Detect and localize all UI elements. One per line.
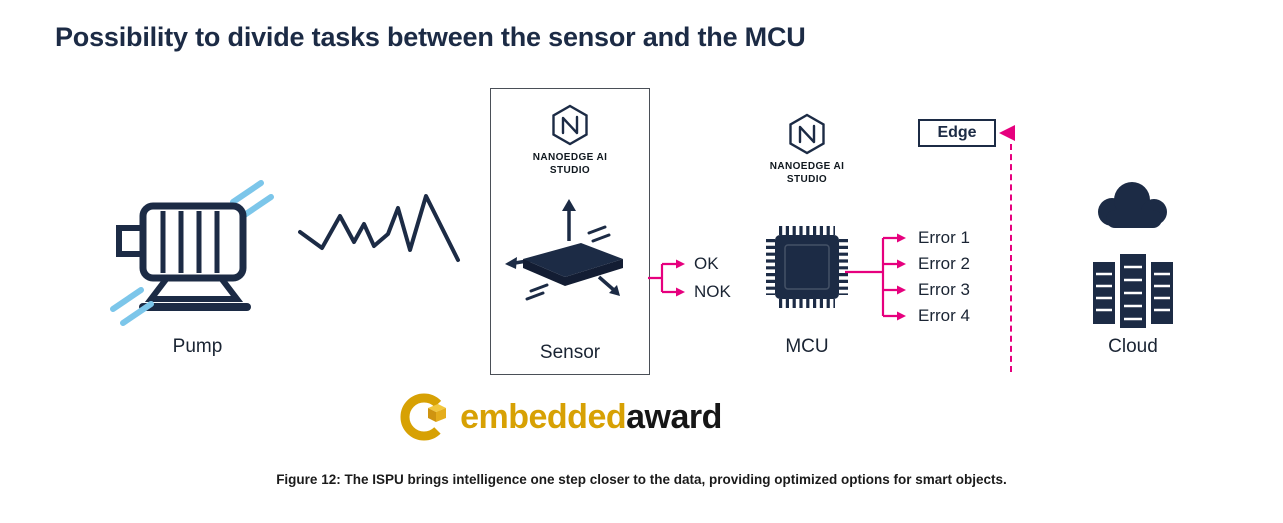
sensor-label: Sensor <box>539 342 601 363</box>
mcu-output-connector <box>845 233 906 321</box>
pump-icon <box>110 180 274 326</box>
embedded-award-logo: embeddedaward <box>340 388 780 446</box>
edge-cloud-divider <box>1010 144 1012 372</box>
pump-label: Pump <box>172 336 223 357</box>
mcu-output-error4: Error 4 <box>918 306 970 325</box>
award-word-award: award <box>626 397 722 436</box>
mcu-label: MCU <box>785 336 829 357</box>
vibration-lines-top-icon <box>230 180 274 219</box>
sensor-output-connector <box>648 259 685 297</box>
server-rack-icon <box>1093 254 1173 328</box>
sensor-output-ok: OK <box>694 254 719 273</box>
mcu-chip-icon <box>766 226 848 308</box>
figure-caption: Figure 12: The ISPU brings intelligence … <box>276 472 1007 487</box>
nanoedge-ai-logo-icon <box>789 113 825 155</box>
vibration-lines-bottom-icon <box>110 287 154 326</box>
mcu-brand-line1: NANOEDGE AI <box>769 161 845 172</box>
mcu-brand-line2: STUDIO <box>786 174 828 185</box>
edge-badge: Edge <box>918 119 996 147</box>
cloud-label: Cloud <box>1108 336 1158 357</box>
mcu-output-error2: Error 2 <box>918 254 970 273</box>
mcu-output-error3: Error 3 <box>918 280 970 299</box>
mcu-output-error1: Error 1 <box>918 228 970 247</box>
sensor-panel: NANOEDGE AI STUDIO Sensor <box>490 88 650 375</box>
embedded-award-wordmark: embeddedaward <box>460 398 722 437</box>
edge-arrow-icon <box>999 125 1015 141</box>
cloud-icon <box>1098 182 1167 228</box>
signal-waveform-icon <box>298 194 460 262</box>
sensor-brand-line1: NANOEDGE AI <box>532 152 608 163</box>
nanoedge-ai-logo-icon <box>552 104 588 146</box>
award-word-embedded: embedded <box>460 397 627 436</box>
ispu-sensor-icon <box>505 199 623 301</box>
sensor-brand-line2: STUDIO <box>549 165 591 176</box>
sensor-output-nok: NOK <box>694 282 731 301</box>
page-title: Possibility to divide tasks between the … <box>55 22 806 52</box>
embedded-award-icon <box>400 393 448 441</box>
